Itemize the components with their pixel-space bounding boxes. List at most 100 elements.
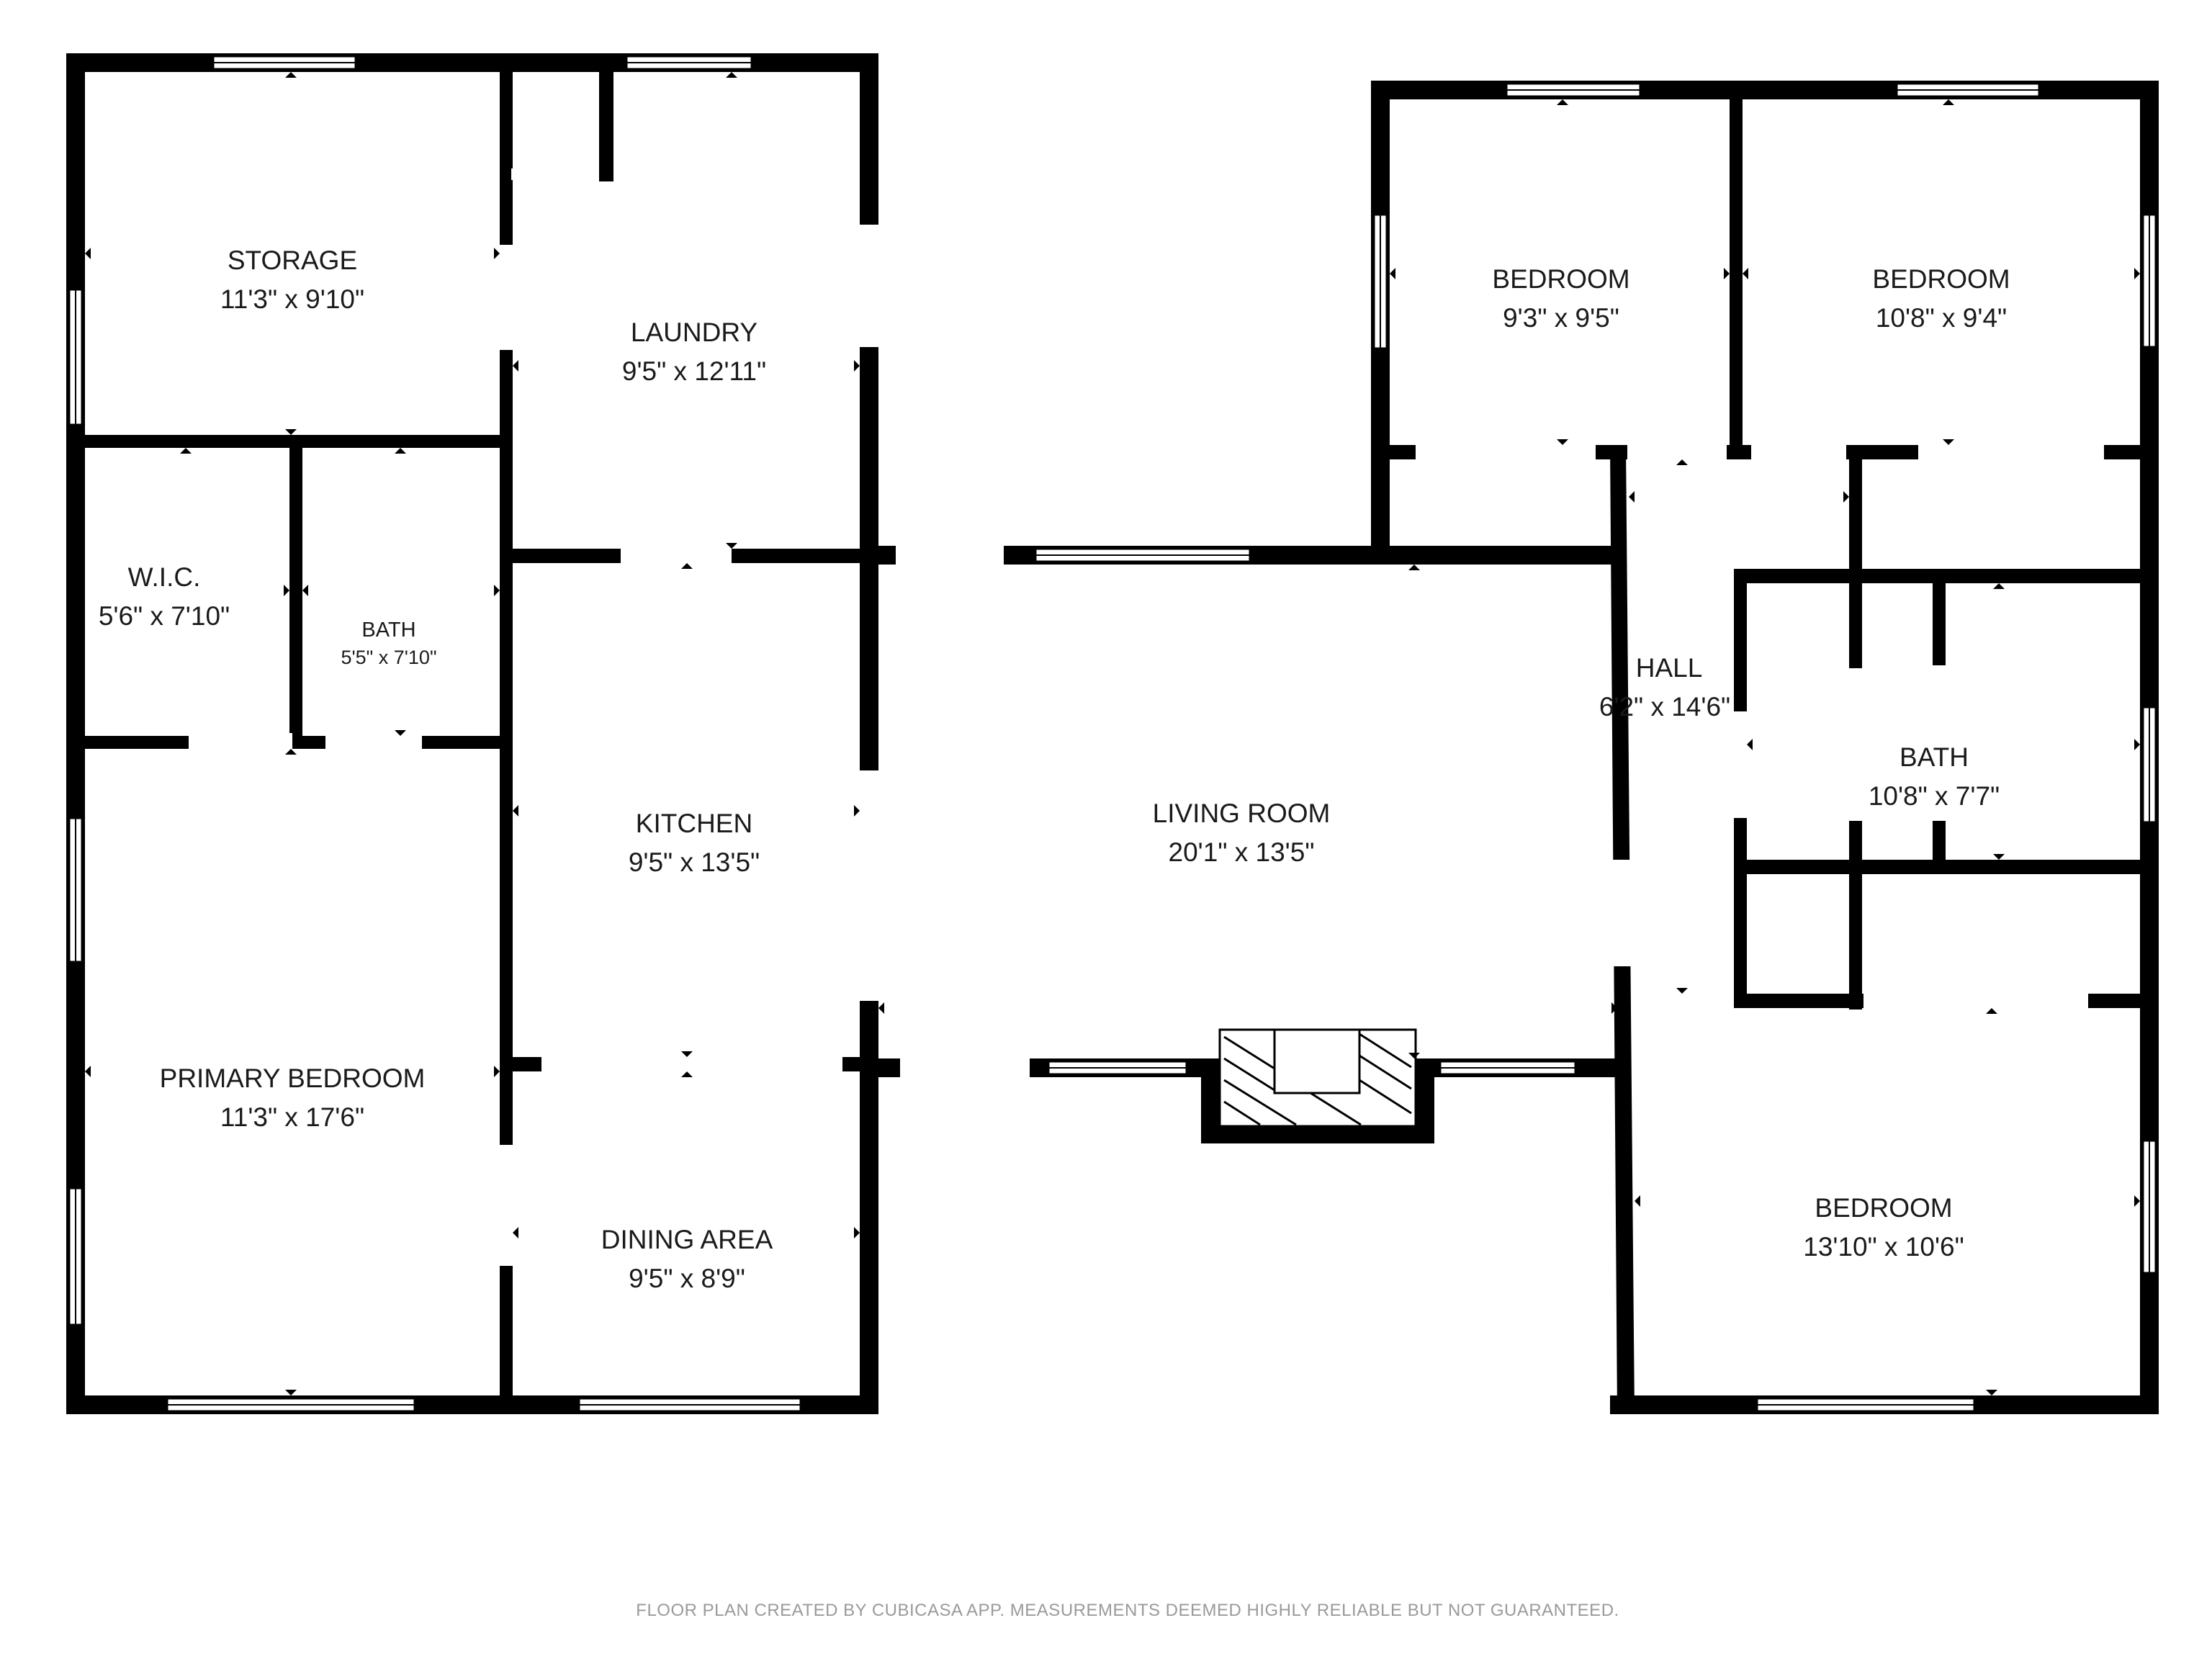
right-wing-walls <box>1371 81 2159 1414</box>
marker <box>1557 99 1568 105</box>
marker <box>1943 439 1954 445</box>
marker <box>726 72 737 78</box>
wall <box>1734 569 2159 583</box>
marker <box>1676 988 1688 994</box>
marker <box>85 248 91 259</box>
marker <box>395 448 406 454</box>
marker <box>681 563 693 569</box>
marker <box>285 1390 297 1395</box>
room-name-hall: HALL <box>1636 653 1703 683</box>
windows <box>68 55 2157 1413</box>
room-dims-living-room: 20'1" x 13'5" <box>1169 837 1315 867</box>
room-name-storage: STORAGE <box>228 246 357 275</box>
marker <box>494 248 500 259</box>
marker <box>285 429 297 435</box>
marker <box>513 805 518 817</box>
marker <box>1635 1195 1640 1207</box>
door-opening <box>858 225 880 347</box>
door-opening <box>1611 860 1636 966</box>
room-dims-primary-bedroom: 11'3" x 17'6" <box>220 1102 364 1132</box>
marker <box>1408 565 1420 570</box>
room-dims-laundry: 9'5" x 12'11" <box>622 356 766 386</box>
marker <box>878 1002 884 1014</box>
marker <box>1743 268 1748 279</box>
room-name-bath-small: BATH <box>361 619 415 642</box>
room-name-kitchen: KITCHEN <box>636 809 752 838</box>
marker <box>1986 1008 1997 1014</box>
marker <box>284 585 289 596</box>
room-name-living-room: LIVING ROOM <box>1153 799 1331 828</box>
room-dims-bath-small: 5'5" x 7'10" <box>341 647 436 668</box>
marker <box>85 1066 91 1077</box>
room-name-wic: W.I.C. <box>128 562 201 592</box>
wall <box>599 53 613 181</box>
marker <box>494 585 500 596</box>
door-opening <box>1731 711 1750 818</box>
room-name-bedroom-2: BEDROOM <box>1872 264 2010 294</box>
room-dims-bedroom-3: 13'10" x 10'6" <box>1803 1232 1964 1262</box>
wall <box>1933 821 1946 867</box>
door-markers <box>85 72 2140 1395</box>
wall <box>1933 572 1946 665</box>
door-opening <box>1751 442 1846 462</box>
door-opening <box>858 770 880 1001</box>
marker <box>513 360 518 372</box>
marker <box>854 360 860 372</box>
room-name-bath-large: BATH <box>1899 742 1969 772</box>
door-opening <box>1627 442 1727 462</box>
door-opening <box>621 546 732 566</box>
room-dims-bath-large: 10'8" x 7'7" <box>1869 781 2000 811</box>
door-openings <box>189 168 2104 1266</box>
marker <box>726 543 737 549</box>
room-dims-storage: 11'3" x 9'10" <box>220 284 364 314</box>
room-dims-wic: 5'6" x 7'10" <box>99 601 230 631</box>
marker <box>854 805 860 817</box>
footer-disclaimer: FLOOR PLAN CREATED BY CUBICASA APP. MEAS… <box>636 1601 1619 1620</box>
door-opening <box>1416 442 1596 462</box>
room-dims-bedroom-2: 10'8" x 9'4" <box>1876 303 2007 333</box>
marker <box>1408 1053 1420 1058</box>
marker <box>285 72 297 78</box>
door-opening <box>1872 991 2081 1011</box>
room-dims-bedroom-1: 9'3" x 9'5" <box>1503 303 1619 333</box>
door-opening <box>511 168 599 180</box>
marker <box>681 1071 693 1077</box>
door-opening <box>896 543 1004 567</box>
wall <box>2088 994 2159 1008</box>
marker <box>1993 854 2005 860</box>
marker <box>180 448 192 454</box>
marker <box>681 1051 693 1057</box>
marker <box>2134 268 2140 279</box>
door-opening <box>900 1056 1030 1080</box>
room-dims-dining-area: 9'5" x 8'9" <box>629 1264 745 1293</box>
wall <box>500 53 513 1414</box>
wall <box>1849 445 1862 668</box>
marker <box>1557 439 1568 445</box>
marker <box>854 1227 860 1238</box>
room-dims-kitchen: 9'5" x 13'5" <box>629 848 760 877</box>
wall <box>1734 860 2159 874</box>
marker <box>395 730 406 736</box>
marker <box>285 749 297 755</box>
left-wing-walls <box>66 53 878 1414</box>
marker <box>1747 739 1753 750</box>
door-opening <box>497 245 516 350</box>
marker <box>1611 1002 1617 1014</box>
marker <box>1724 268 1730 279</box>
marker <box>494 1066 500 1077</box>
door-opening <box>325 733 422 752</box>
room-name-dining-area: DINING AREA <box>601 1225 773 1254</box>
marker <box>1676 459 1688 465</box>
marker <box>513 1227 518 1238</box>
door-opening <box>189 733 292 752</box>
marker <box>1993 583 2005 589</box>
room-labels: STORAGE 11'3" x 9'10" LAUNDRY 9'5" x 12'… <box>99 246 2010 1293</box>
marker <box>1390 268 1395 279</box>
marker <box>302 585 308 596</box>
wall <box>1371 81 2159 99</box>
marker <box>2134 1195 2140 1207</box>
door-opening <box>541 1054 842 1074</box>
door-opening <box>497 1145 516 1266</box>
marker <box>2134 739 2140 750</box>
